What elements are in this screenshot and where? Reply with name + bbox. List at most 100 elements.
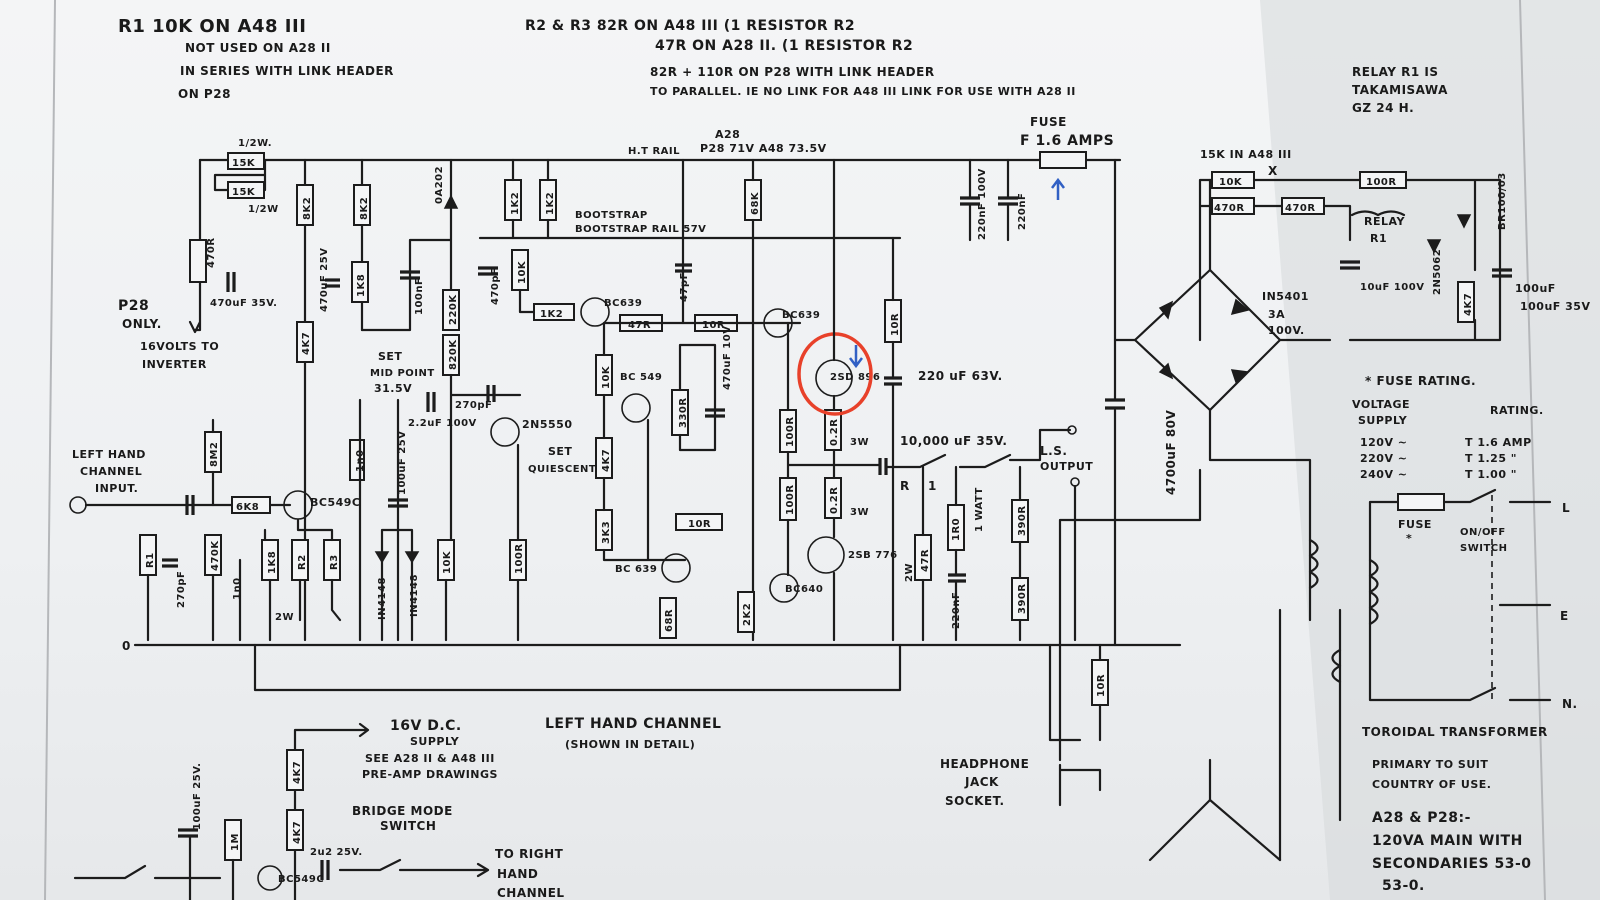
left-channel-label: LEFT HAND CHANNEL — [545, 716, 721, 732]
primary-label-2: COUNTRY OF USE. — [1372, 778, 1491, 791]
transistor-bc639-b-body — [661, 553, 691, 583]
fuse-label-2: F 1.6 AMPS — [1020, 133, 1114, 149]
half-w-label-2: 1/2W — [248, 204, 279, 215]
c47pf-b-label: 47pF — [679, 272, 690, 302]
r2k2-label: 2K2 — [742, 603, 753, 626]
fuse-rating-title: * FUSE RATING. — [1365, 374, 1476, 388]
r10r-b-label: 10R — [688, 519, 711, 530]
input-label-3: INPUT. — [95, 482, 138, 495]
bridge-rectifier-b — [1148, 798, 1282, 862]
blue-arrow-2sd896 — [849, 345, 863, 369]
mains-fuse-star: * — [1406, 532, 1412, 545]
c220nf-a-label: 220nF 100V — [977, 168, 988, 240]
transistor-bc639-a-body — [580, 297, 610, 327]
relay-output-wires — [884, 428, 1072, 469]
transistor-bc549c-b-label: BC549C — [278, 874, 324, 885]
r470r-b-label: 470R — [1285, 203, 1316, 214]
bias-wires — [602, 321, 717, 562]
p28-only-label-2: ONLY. — [122, 317, 162, 331]
r4k7-relay-label: 4K7 — [1463, 293, 1474, 316]
note-r2-line1: R2 & R3 82R ON A48 III (1 RESISTOR R2 — [525, 18, 855, 34]
note-r1-line1: R1 10K ON A48 III — [118, 16, 306, 37]
wire-0a202 — [360, 158, 453, 332]
transistor-2n5550-body — [490, 417, 520, 447]
three-w-2: 3W — [850, 507, 869, 518]
r-r1-label: R1 — [145, 552, 156, 568]
rating-220: T 1.25 " — [1465, 452, 1517, 465]
r3k3-label: 3K3 — [601, 521, 612, 544]
r10r-c-label: 10R — [890, 313, 901, 336]
note-relay-line2: TAKAMISAWA — [1352, 83, 1448, 97]
headphone-wires — [1048, 643, 1102, 807]
relay-contact-1: 1 — [928, 479, 937, 493]
r02r-a-label: 0.2R — [829, 419, 840, 446]
bridge-rectifier — [1133, 268, 1282, 412]
r4k7-a-label: 4K7 — [301, 332, 312, 355]
r10r-a-label: 10R — [702, 320, 725, 331]
ground-zero-label: 0 — [122, 639, 131, 653]
r470r-relay-label: 470R — [1214, 203, 1245, 214]
secondary-label-3: SECONDARIES 53-0 — [1372, 856, 1532, 872]
transistor-bc639-a-label: BC639 — [604, 298, 642, 309]
ht-rail-values-line2: P28 71V A48 73.5V — [700, 142, 827, 155]
r470k-label: 470K — [210, 540, 221, 571]
midpoint-label-2: MID POINT — [370, 368, 435, 379]
note-r1-line3: IN SERIES WITH LINK HEADER — [180, 64, 394, 78]
quiescent-label-1: SET — [548, 445, 572, 458]
c470pf-label: 470pF — [490, 268, 501, 305]
r6k8-label: 6K8 — [236, 502, 259, 513]
supply-label-1: 16V D.C. — [390, 718, 462, 734]
input-jack — [69, 496, 87, 514]
r1k2c-label: 1K2 — [540, 309, 563, 320]
r820k-label: 820K — [448, 339, 459, 370]
transformer-secondary — [1308, 538, 1319, 590]
r100r-b-label: 100R — [785, 484, 796, 515]
r15k-a-label: 15K — [232, 158, 256, 169]
rating-240: T 1.00 " — [1465, 468, 1517, 481]
right-channel-label-1: TO RIGHT — [495, 847, 564, 861]
r1m-label: 1M — [230, 833, 241, 851]
transistor-bc640-body — [769, 573, 799, 603]
transistor-2sb776-body — [807, 536, 845, 574]
r10r-hp-label: 10R — [1096, 674, 1107, 697]
ls-label-1: L.S. — [1040, 444, 1067, 458]
r100r-c-label: 100R — [514, 543, 525, 574]
bridge-mode-label-2: SWITCH — [380, 819, 436, 833]
r1r0-label: 1R0 — [951, 518, 962, 541]
r10k-c-label: 10K — [601, 365, 612, 389]
relay-r1-label-1: RELAY — [1364, 215, 1405, 228]
headphone-label-1: HEADPHONE — [940, 757, 1029, 771]
cap-boot-label: 220 uF 63V. — [918, 369, 1003, 383]
lower-bridge-wires — [1208, 608, 1342, 862]
onoff-switch-label-2: SWITCH — [1460, 543, 1507, 554]
headphone-label-3: SOCKET. — [945, 794, 1005, 808]
midpoint-label-3: 31.5V — [374, 382, 412, 395]
note-relay-line1: RELAY R1 IS — [1352, 65, 1438, 79]
thyristor-2n5062 — [1426, 239, 1442, 254]
toroidal-label: TOROIDAL TRANSFORMER — [1362, 725, 1548, 739]
r330r-label: 330R — [678, 397, 689, 428]
terminal-l: L — [1562, 501, 1570, 515]
r390r-label: 390R — [1017, 505, 1028, 536]
bridge-diode-label-3: 100V. — [1268, 324, 1305, 337]
quiescent-label-2: QUIESCENT — [528, 464, 596, 475]
voltage-supply-label-1: VOLTAGE — [1352, 398, 1410, 411]
three-w-1: 3W — [850, 437, 869, 448]
inverter-label-2: INVERTER — [142, 358, 207, 371]
page-margin-line-right — [1519, 0, 1546, 900]
ground-return-loop — [253, 643, 902, 692]
paper-fold-shadow — [1260, 0, 1600, 900]
onoff-switch-label-1: ON/OFF — [1460, 527, 1506, 538]
c10uf-label: 10uF 100V — [1360, 282, 1424, 293]
c100uf35-label: 100uF 35V — [1520, 300, 1590, 313]
diode-0a202-label: 0A202 — [434, 166, 445, 204]
secondary-label-1: A28 & P28:- — [1372, 810, 1471, 826]
output-stage-wires — [786, 158, 895, 642]
r8k2b-label: 8K2 — [359, 197, 370, 220]
rating-120: T 1.6 AMP — [1465, 436, 1532, 449]
r47r-b-label: 47R — [920, 549, 931, 572]
r1k8-label: 1K8 — [356, 274, 367, 297]
c470uf-25v-label: 470uF 25V — [319, 248, 330, 312]
supply-label-4: PRE-AMP DRAWINGS — [362, 768, 498, 781]
